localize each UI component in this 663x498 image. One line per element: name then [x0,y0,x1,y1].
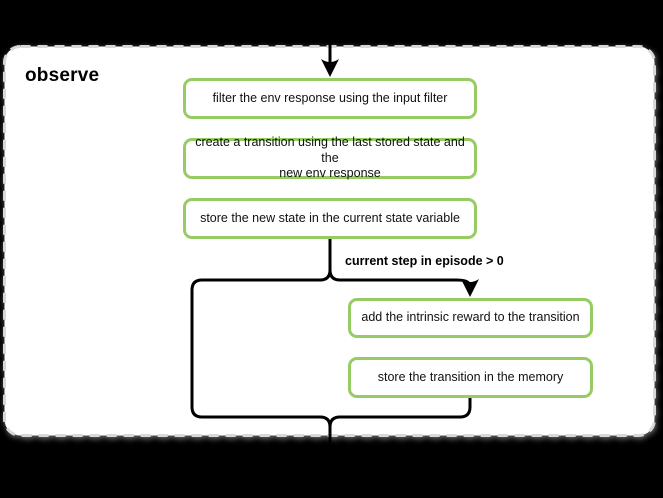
condition-arrowhead-icon [461,279,479,297]
step-create-transition: create a transition using the last store… [183,135,477,181]
step-store-transition-memory: store the transition in the memory [348,357,593,398]
branch-condition-label: current step in episode > 0 [345,254,504,268]
step-add-intrinsic-reward: add the intrinsic reward to the transiti… [348,298,593,338]
step-label: add the intrinsic reward to the transiti… [361,310,580,325]
step-label-line2: new env response [279,166,381,181]
step-label-line1: create a transition using the last store… [195,135,465,165]
step-label: store the new state in the current state… [200,210,460,225]
bypass-connector-line [190,239,332,460]
merge-connector-line [328,398,472,460]
step-filter-env-response: filter the env response using the input … [183,78,477,119]
step-label: store the transition in the memory [377,369,564,384]
entry-arrowhead-icon [321,59,339,77]
step-store-new-state: store the new state in the current state… [183,198,477,239]
step-label: filter the env response using the input … [212,90,448,105]
group-title-observe: observe [25,65,100,86]
